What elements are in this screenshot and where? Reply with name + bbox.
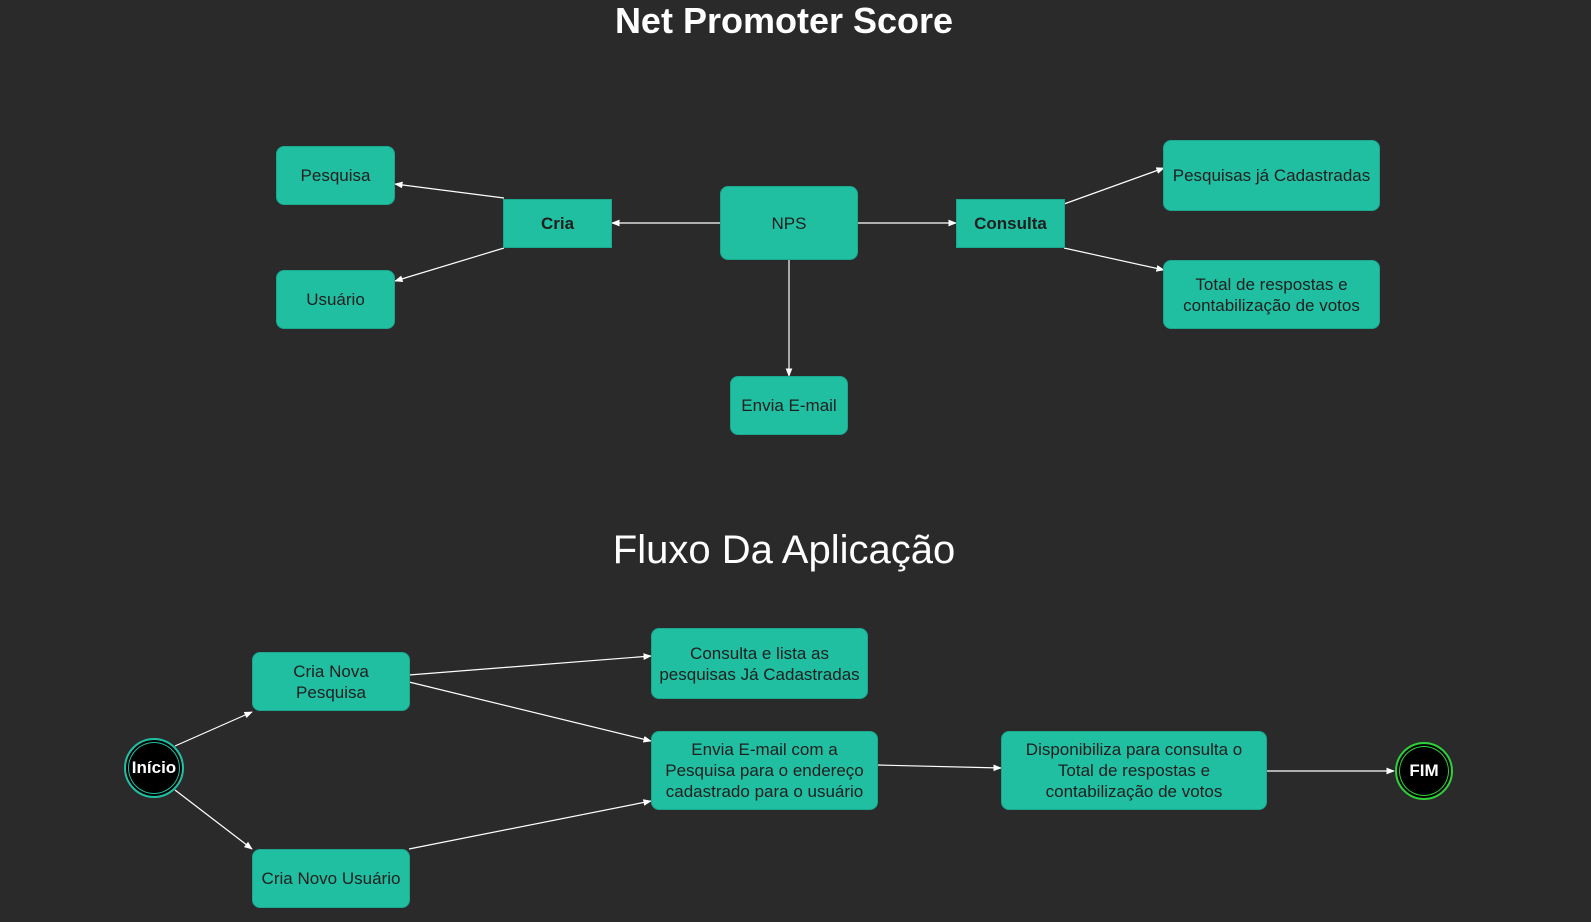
- node-nps-label: NPS: [771, 213, 807, 233]
- node-cria-label: Cria: [540, 214, 575, 233]
- edge-cria-pesquisa: [394, 181, 505, 199]
- edge-consulta-cadastradas: [1063, 167, 1165, 205]
- node-nps[interactable]: NPS: [720, 186, 858, 260]
- node-pesquisa-label: Pesquisa: [300, 166, 371, 185]
- diagram-title-fluxo: Fluxo Da Aplicação: [612, 528, 956, 572]
- node-envia-email[interactable]: Envia E-mail: [730, 376, 848, 435]
- node-usuario-label: Usuário: [306, 290, 365, 309]
- edge-envia-disponibiliza: [876, 764, 1002, 772]
- node-total-respostas-label: Total de respostas e contabilização de v…: [1183, 274, 1360, 315]
- node-cria-nova-pesquisa[interactable]: Cria Nova Pesquisa: [252, 652, 410, 711]
- node-pesquisas-cadastradas[interactable]: Pesquisas já Cadastradas: [1163, 140, 1380, 211]
- node-cria-novo-usuario-label: Cria Novo Usuário: [261, 869, 401, 888]
- node-disponibiliza[interactable]: Disponibiliza para consulta o Total de r…: [1001, 731, 1267, 810]
- node-consulta-label: Consulta: [974, 214, 1047, 233]
- edge-start-cria-usuario: [174, 789, 253, 850]
- node-total-respostas[interactable]: Total de respostas e contabilização de v…: [1163, 260, 1380, 329]
- node-pesquisas-cadastradas-label: Pesquisas já Cadastradas: [1172, 166, 1371, 185]
- edge-pesquisa-consulta: [408, 653, 652, 676]
- end-node-label: FIM: [1409, 761, 1439, 780]
- node-consulta-lista-label: Consulta e lista as pesquisas Já Cadastr…: [659, 643, 860, 684]
- node-envia-email-usuario-label: Envia E-mail com a Pesquisa para o ender…: [665, 740, 864, 801]
- node-cria-nova-pesquisa-label: Cria Nova Pesquisa: [293, 661, 369, 702]
- node-usuario[interactable]: Usuário: [276, 270, 395, 329]
- node-envia-email-usuario[interactable]: Envia E-mail com a Pesquisa para o ender…: [651, 731, 878, 810]
- end-node[interactable]: FIM: [1395, 742, 1453, 800]
- start-node[interactable]: Início: [124, 738, 184, 798]
- diagram-title-nps: Net Promoter Score: [614, 0, 954, 41]
- edge-consulta-total: [1063, 247, 1165, 272]
- edge-cria-usuario: [394, 247, 505, 283]
- node-envia-email-label: Envia E-mail: [741, 396, 837, 415]
- node-cria[interactable]: Cria: [503, 199, 612, 248]
- edge-pesquisa-envia: [408, 681, 652, 743]
- node-disponibiliza-label: Disponibiliza para consulta o Total de r…: [1025, 740, 1243, 801]
- node-pesquisa[interactable]: Pesquisa: [276, 146, 395, 205]
- edge-start-cria-pesquisa: [174, 711, 253, 747]
- edge-usuario-envia: [408, 799, 652, 850]
- start-node-label: Início: [131, 758, 177, 777]
- node-cria-novo-usuario[interactable]: Cria Novo Usuário: [252, 849, 410, 908]
- node-consulta[interactable]: Consulta: [956, 199, 1065, 248]
- node-consulta-lista[interactable]: Consulta e lista as pesquisas Já Cadastr…: [651, 628, 868, 699]
